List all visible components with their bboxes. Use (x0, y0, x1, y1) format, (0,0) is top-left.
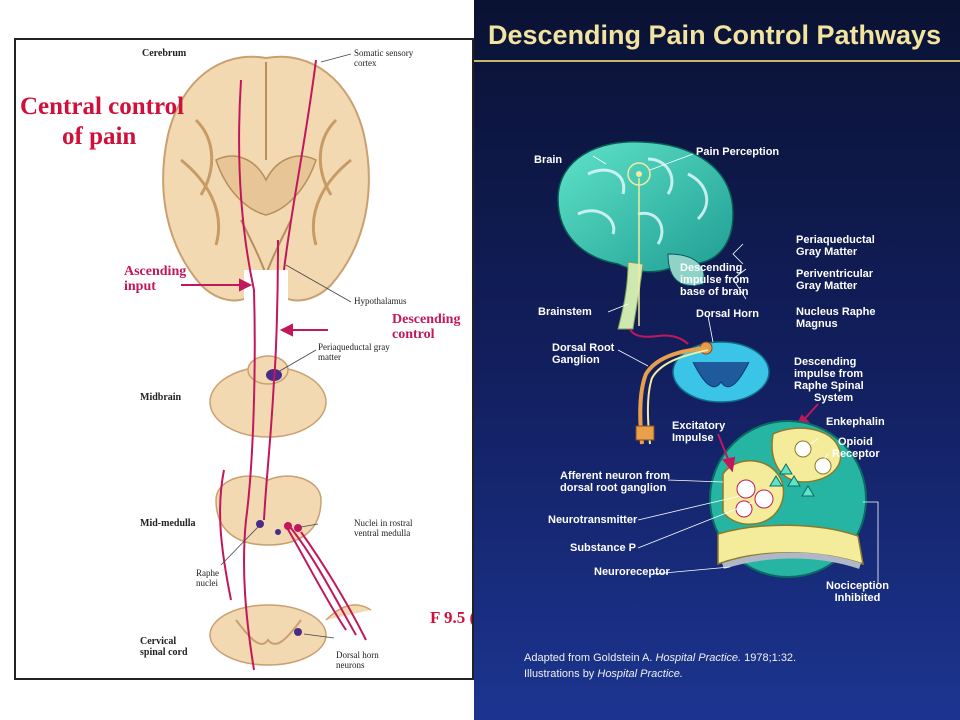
label-enkephalin: Enkephalin (826, 416, 885, 428)
descending-impulse-path (629, 328, 689, 345)
label-pain-perception: Pain Perception (696, 146, 780, 158)
spinal-cord-illustration (672, 341, 770, 403)
label-substance-p: Substance P (570, 542, 637, 554)
label-neurotransmitter: Neurotransmitter (548, 514, 638, 526)
label-dorsal-horn: Dorsal Horn (696, 308, 759, 320)
pain-pathways (219, 59, 367, 671)
synapse-magnified-view (709, 420, 867, 578)
pathway-illustration (557, 140, 879, 584)
brain-section-illustration (162, 53, 372, 671)
label-cerebrum: Cerebrum (142, 48, 187, 59)
label-brainstem: Brainstem (538, 306, 592, 318)
label-hypothalamus: Hypothalamus (354, 296, 407, 306)
dorsal-root-nerve (635, 346, 709, 445)
pathway-arrows (181, 278, 328, 337)
leader-lines (220, 53, 352, 639)
figure-reference: F 9.5 (p (430, 608, 472, 627)
medulla-section (215, 475, 322, 546)
credit-line-1: Adapted from Goldstein A. Hospital Pract… (524, 652, 797, 664)
label-brain: Brain (534, 154, 563, 166)
label-midbrain: Midbrain (140, 392, 182, 403)
brain-illustration (557, 140, 734, 330)
title-divider (474, 60, 960, 62)
right-leader-lines (592, 153, 879, 584)
right-title: Descending Pain Control Pathways (488, 20, 942, 50)
brainstem-gap (244, 270, 288, 350)
label-neuroreceptor: Neuroreceptor (594, 566, 670, 578)
left-title: Central control of pain (20, 93, 185, 150)
midbrain-section (209, 355, 327, 438)
excitatory-arrow (717, 433, 736, 473)
descending-pathways-panel: Descending Pain Control Pathways (474, 0, 960, 720)
label-mid-medulla: Mid-medulla (140, 518, 196, 529)
cerebrum-section (162, 55, 370, 302)
credit-line-2: Illustrations by Hospital Practice. (524, 668, 683, 680)
